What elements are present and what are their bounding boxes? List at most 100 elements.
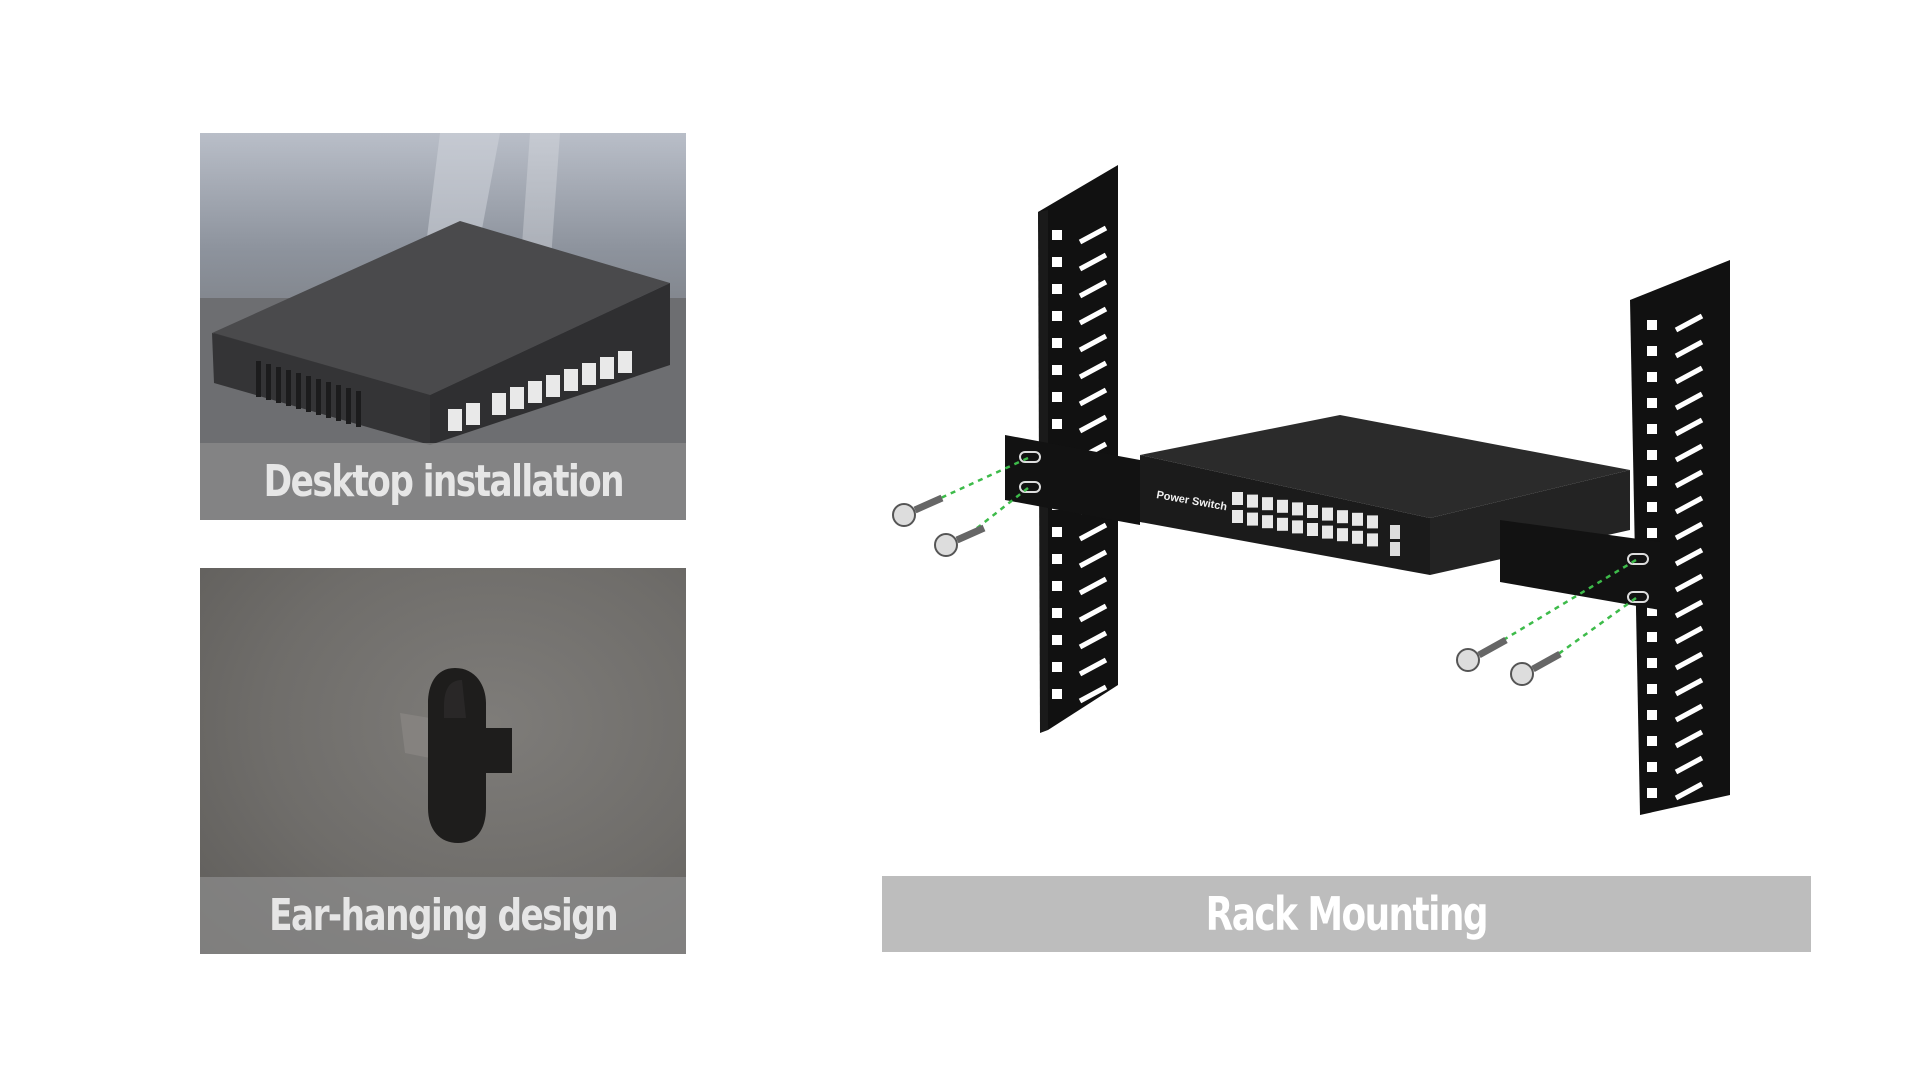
rail-slot [1674,703,1704,723]
rail-hole [1647,736,1657,746]
rail-slot [1078,576,1108,596]
ear-hanging-photo: Ear-hanging design [200,568,686,954]
rail-slot [1078,657,1108,677]
port [1367,515,1378,529]
rail-hole [1647,710,1657,720]
rail-slot [1674,313,1704,333]
keyhole-slot-illustration [400,668,512,843]
rack-ethernet-ports [1232,492,1378,547]
rail-slot [1674,521,1704,541]
ethernet-ports [448,351,632,431]
rail-hole [1647,476,1657,486]
rail-slot [1674,417,1704,437]
right-mounting-ear [1500,520,1660,610]
port [1247,494,1258,508]
port [1337,510,1348,524]
rail-hole [1052,338,1062,348]
ear-caption-bar: Ear-hanging design [200,877,686,954]
rail-hole [1052,608,1062,618]
rail-slot [1078,414,1108,434]
rail-slot [1674,339,1704,359]
rail-slot [1078,360,1108,380]
rack-mounting-illustration: Power Switch [870,150,1770,850]
rail-slot [1674,677,1704,697]
rail-hole [1052,527,1062,537]
port [1352,512,1363,526]
left-rail-slots [1078,225,1108,704]
desktop-caption: Desktop installation [263,456,624,507]
rail-slot [1674,781,1704,801]
screw-icon [1510,650,1562,686]
rail-hole [1647,658,1657,668]
rail-slot [1674,729,1704,749]
rail-hole [1052,392,1062,402]
port [1352,530,1363,544]
port [1322,507,1333,521]
rail-hole [1052,662,1062,672]
screw-guide-lines [931,456,1637,662]
rail-hole [1052,257,1062,267]
port [1247,512,1258,526]
rail-slot [1674,547,1704,567]
rail-hole [1052,635,1062,645]
rail-hole [1647,502,1657,512]
rail-slot [1674,365,1704,385]
rail-slot [1078,252,1108,272]
screw-icon [934,524,986,557]
desktop-caption-bar: Desktop installation [200,443,686,520]
rail-hole [1647,684,1657,694]
rail-slot [1674,573,1704,593]
rail-slot [1674,443,1704,463]
rail-hole [1647,450,1657,460]
port [1307,523,1318,536]
right-rail-holes [1647,320,1657,798]
right-rail-slots [1674,313,1704,801]
rail-hole [1647,398,1657,408]
screw-icon [892,494,944,527]
port [1232,510,1243,523]
rail-hole [1647,528,1657,538]
rail-hole [1647,424,1657,434]
rail-slot [1078,279,1108,299]
rail-hole [1647,632,1657,642]
rail-hole [1647,762,1657,772]
rail-hole [1647,372,1657,382]
port [1307,505,1318,518]
port [1337,528,1348,542]
rail-slot [1674,625,1704,645]
rail-hole [1052,311,1062,321]
port [1367,533,1378,547]
rail-slot [1078,549,1108,569]
rail-slot [1078,333,1108,353]
rail-slot [1078,387,1108,407]
rail-hole [1052,419,1062,429]
rail-hole [1647,346,1657,356]
rail-hole [1052,581,1062,591]
vent-slots [256,361,361,427]
rack-caption-bar: Rack Mounting [882,876,1811,952]
rail-hole [1052,230,1062,240]
port [1262,515,1273,529]
rail-hole [1647,606,1657,616]
rail-slot [1674,391,1704,411]
rail-hole [1052,284,1062,294]
desktop-installation-photo: Desktop installation [200,133,686,520]
port [1292,520,1303,534]
rail-slot [1078,684,1108,704]
port [1322,525,1333,539]
rail-slot [1078,225,1108,245]
screw-icon [1456,636,1508,672]
desktop-switch-illustration [200,133,686,520]
port [1277,499,1288,513]
ear-caption: Ear-hanging design [268,890,619,941]
rail-hole [1052,365,1062,375]
port [1277,517,1288,531]
rail-hole [1647,320,1657,330]
rail-slot [1078,306,1108,326]
rail-slot [1674,651,1704,671]
port [1232,492,1243,505]
rail-slot [1078,603,1108,623]
rail-slot [1674,495,1704,515]
rail-slot [1674,755,1704,775]
rail-slot [1674,599,1704,619]
